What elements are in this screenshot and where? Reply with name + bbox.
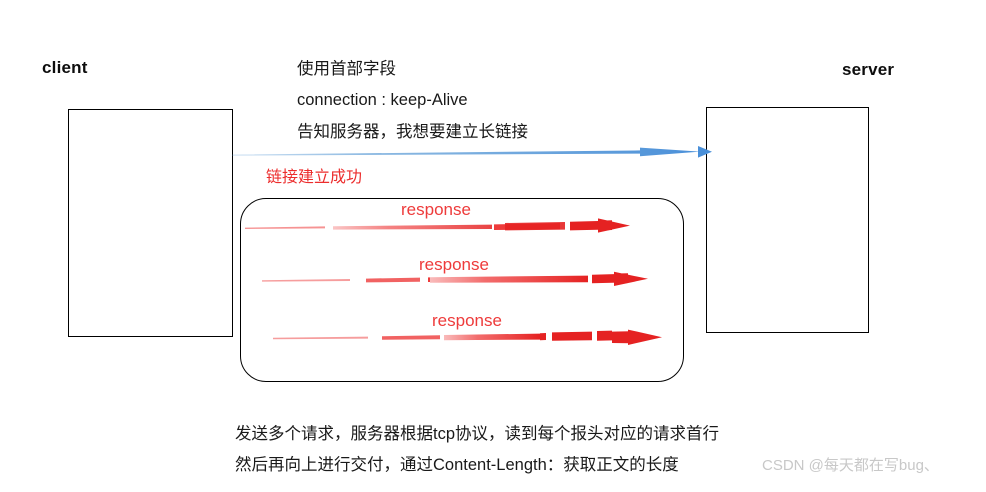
server-label: server [842,60,895,79]
header-note-line-2: connection : keep-Alive [297,91,468,109]
responses-group-outline [240,198,684,382]
server-box [706,107,869,333]
response-label: response [432,311,502,330]
footer-note-line-1: 发送多个请求，服务器根据tcp协议，读到每个报头对应的请求首行 [235,425,720,443]
response-label: response [401,200,471,219]
footer-note-line-2: 然后再向上进行交付，通过Content-Length：获取正文的长度 [235,456,679,474]
client-box [68,109,233,337]
client-label: client [42,58,88,77]
header-note-line-1: 使用首部字段 [297,60,396,78]
connection-established-label: 链接建立成功 [266,169,363,186]
response-label: response [419,255,489,274]
csdn-watermark: CSDN @每天都在写bug、 [762,457,939,474]
connection-arrow-blue [232,146,712,158]
header-note-line-3: 告知服务器，我想要建立长链接 [297,123,528,141]
